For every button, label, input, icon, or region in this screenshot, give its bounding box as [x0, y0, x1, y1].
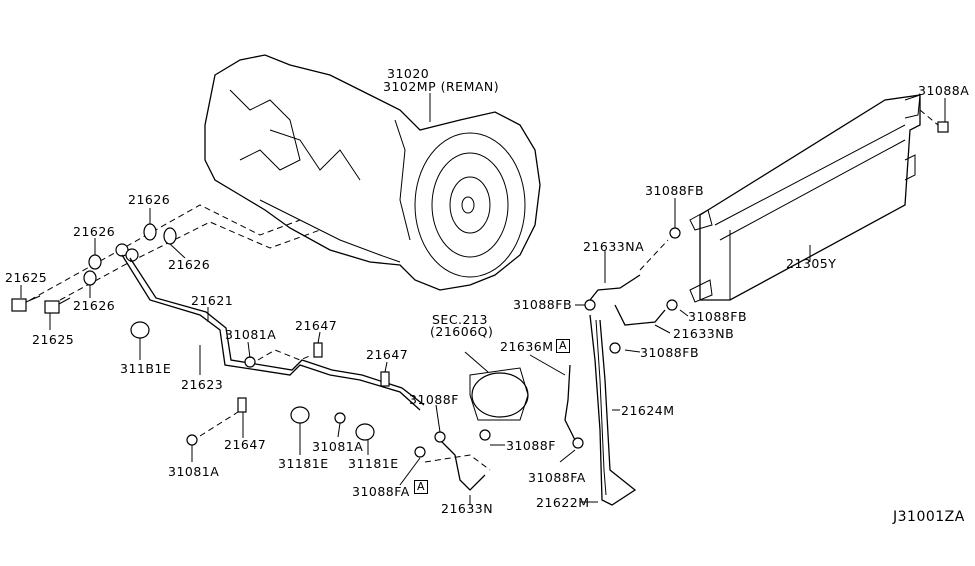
label-clamp: 21647: [366, 347, 409, 362]
washer-bolt-set[interactable]: [11, 223, 177, 314]
label-washer: 21626: [73, 298, 116, 313]
filter-assembly[interactable]: [464, 351, 529, 421]
transmission-assembly[interactable]: [204, 54, 541, 291]
label-hose-clamp-fb: 31088FB: [645, 183, 705, 198]
cooler-lines[interactable]: [589, 314, 637, 506]
label-hose-clamp-fa: 31088FA: [352, 484, 410, 499]
label-hose-clamp-fb: 31088FB: [640, 345, 700, 360]
label-hose: 21636M: [500, 339, 554, 354]
label-hose-clamp: 31088F: [409, 392, 459, 407]
label-hose: 21633NB: [673, 326, 735, 341]
label-tube-lower: 21623: [181, 377, 224, 392]
label-bolt-a: 31081A: [312, 439, 364, 454]
callout-marker-a: A: [414, 480, 429, 494]
label-hose-clamp-fb: 31088FB: [688, 309, 748, 324]
hoses[interactable]: [414, 227, 681, 491]
leader-lines: [20, 98, 946, 505]
label-hose-clamp-fb: 31088FB: [513, 297, 573, 312]
label-clamp: 21647: [295, 318, 338, 333]
label-washer: 21626: [73, 224, 116, 239]
label-bolt: 21625: [32, 332, 75, 347]
label-cooler: 21305Y: [786, 256, 837, 271]
label-washer: 21626: [168, 257, 211, 272]
label-clip: 311B1E: [120, 361, 172, 376]
label-bolt: 21625: [5, 270, 48, 285]
label-hose-clamp-fa: 31088FA: [528, 470, 586, 485]
label-transmission-reman: 3102MP (REMAN): [383, 79, 500, 94]
label-washer: 21626: [128, 192, 171, 207]
label-clamp: 21647: [224, 437, 267, 452]
label-clip: 31181E: [278, 456, 329, 471]
label-tube: 21624M: [621, 403, 675, 418]
diagram-id: J31001ZA: [893, 509, 965, 525]
label-section-sub: (21606Q): [430, 324, 494, 339]
assembly-guidelines: [29, 204, 321, 301]
cooler-tubes[interactable]: [121, 254, 425, 411]
label-section-ref[interactable]: SEC.213: [432, 312, 488, 327]
label-hose-clamp: 31088F: [506, 438, 556, 453]
label-tube-upper: 21621: [191, 293, 234, 308]
callout-marker-a: A: [556, 339, 571, 353]
label-hose: 21633NA: [583, 239, 645, 254]
label-bolt-a: 31081A: [168, 464, 220, 479]
label-clip: 31181E: [348, 456, 399, 471]
label-tube: 21622M: [536, 495, 590, 510]
oil-cooler[interactable]: [689, 94, 949, 303]
label-bolt-a: 31081A: [225, 327, 277, 342]
label-bolt-cooler: 31088A: [918, 83, 970, 98]
label-transmission: 31020: [387, 66, 430, 81]
label-hose: 21633N: [441, 501, 494, 516]
